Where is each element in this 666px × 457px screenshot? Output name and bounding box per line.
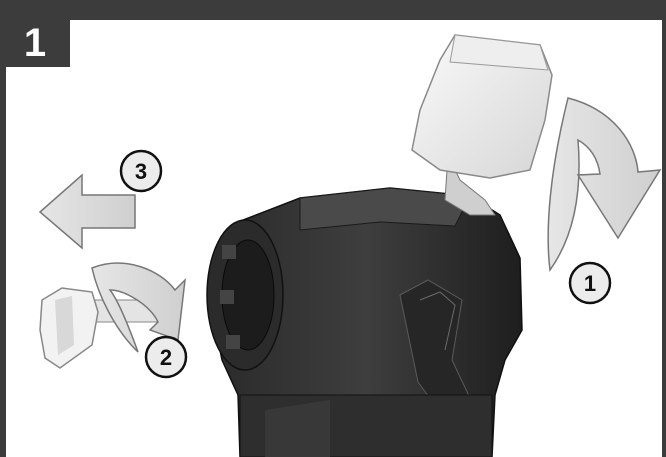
callout-1: 1 <box>568 261 612 305</box>
arrow-2-icon <box>91 262 186 353</box>
left-border <box>0 20 6 457</box>
callout-1-label: 1 <box>584 271 596 296</box>
right-border <box>662 20 666 457</box>
callout-3: 3 <box>119 149 163 193</box>
callout-2: 2 <box>144 335 188 379</box>
callout-3-label: 3 <box>135 159 147 184</box>
callout-2-label: 2 <box>160 345 172 370</box>
top-bar <box>0 0 666 20</box>
arrow-1-icon <box>547 97 662 273</box>
cap-part <box>411 34 553 216</box>
inhaler-device <box>206 187 523 457</box>
step-number-badge: 1 <box>0 20 70 67</box>
arrow-3-icon <box>38 173 136 250</box>
